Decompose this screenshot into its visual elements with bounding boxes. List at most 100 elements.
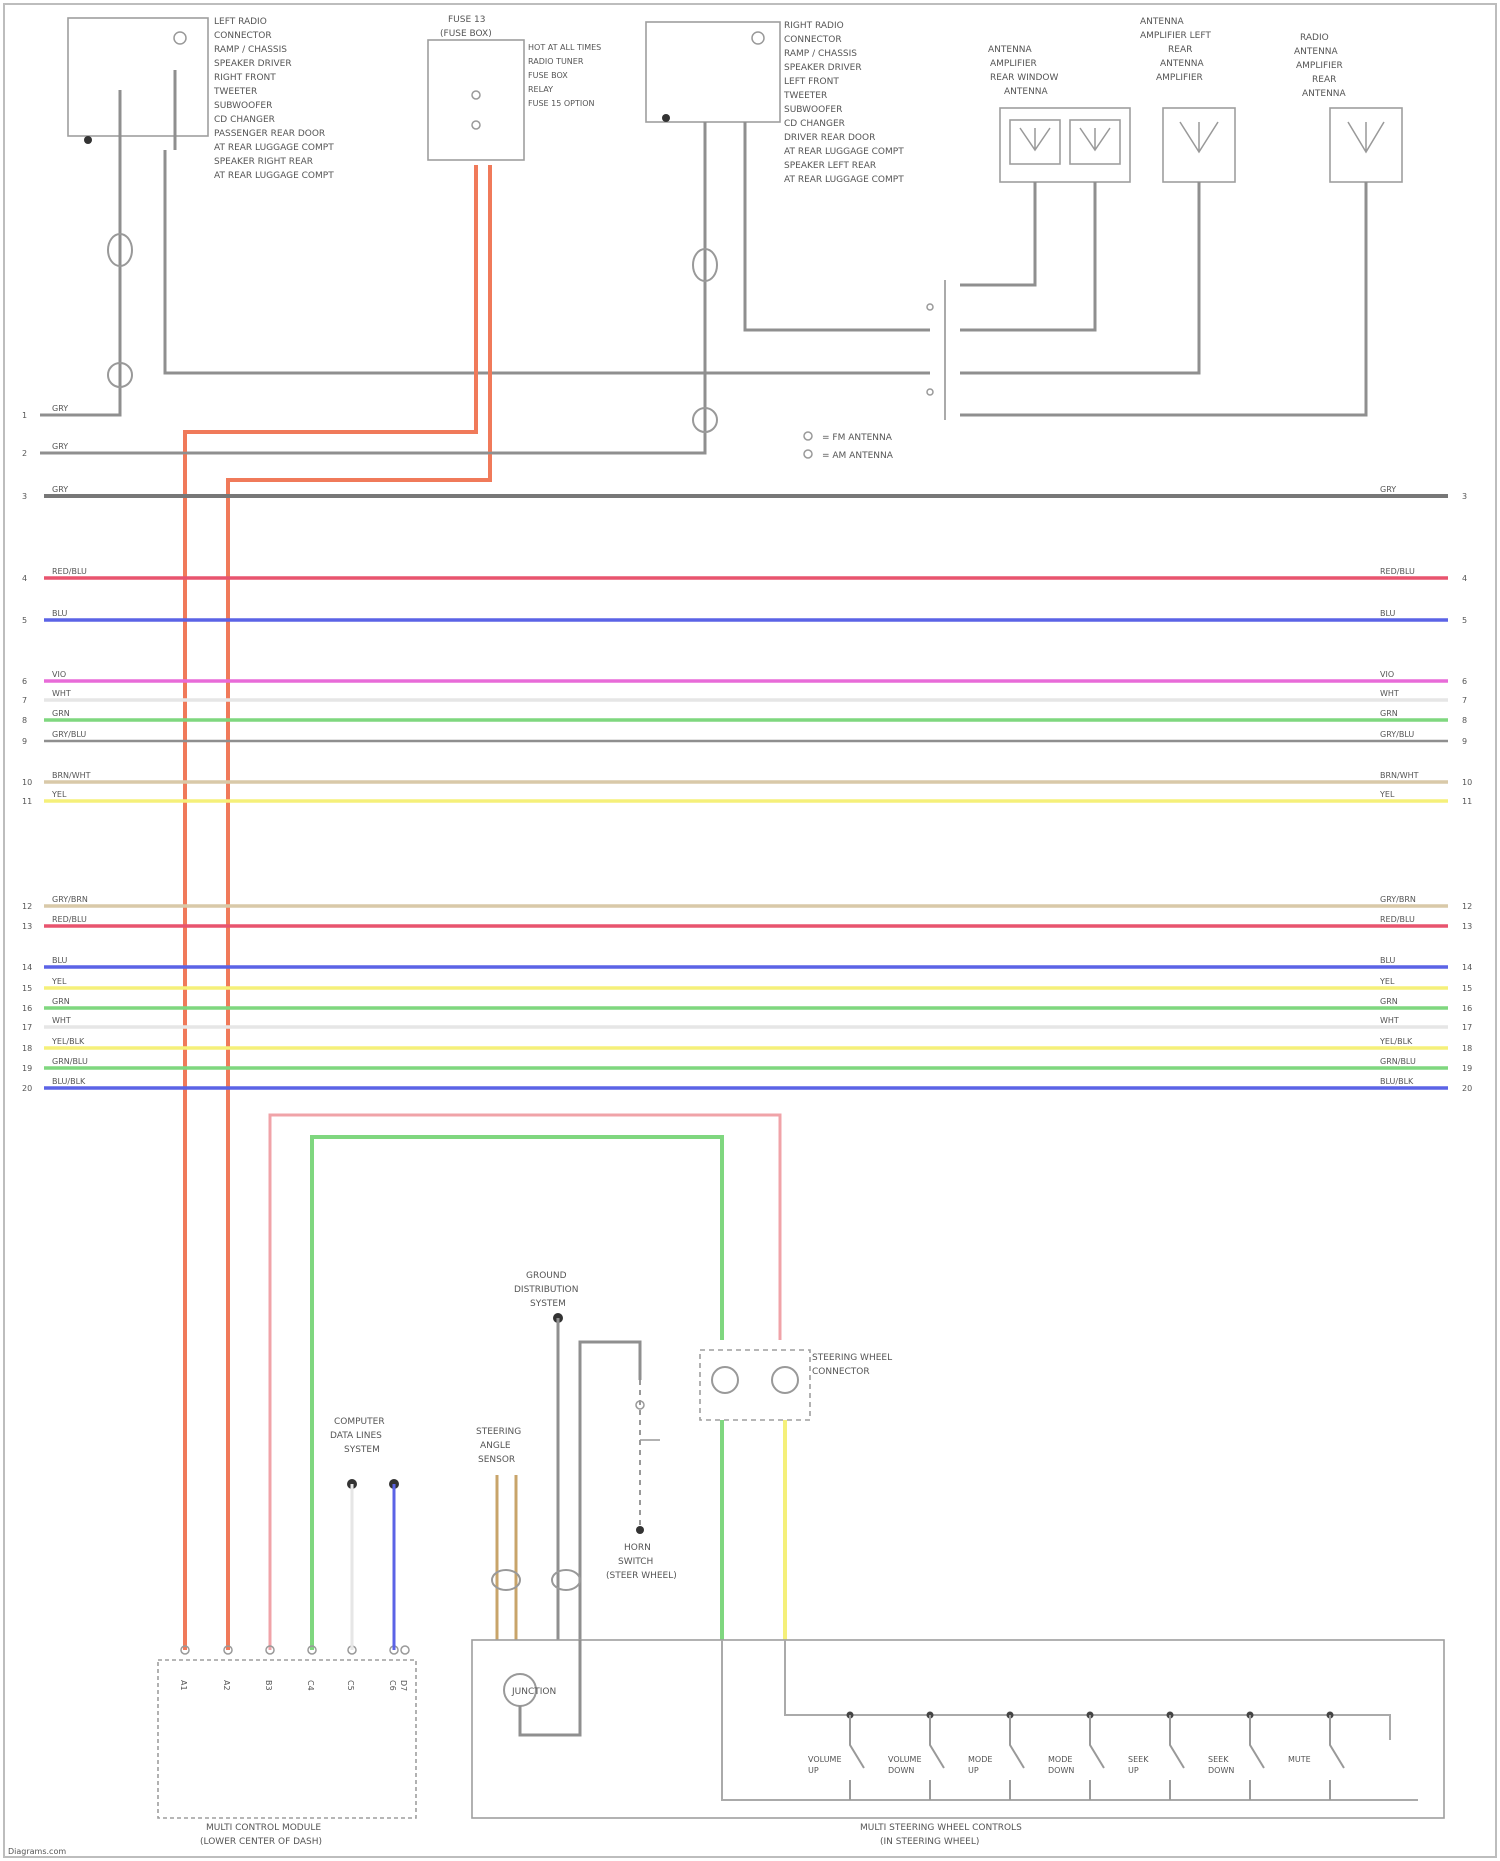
svg-text:AMPLIFIER: AMPLIFIER bbox=[990, 59, 1037, 69]
wheel-button-label: VOLUME bbox=[808, 1755, 842, 1764]
svg-text:RELAY: RELAY bbox=[528, 85, 553, 94]
wheel-button-label: DOWN bbox=[888, 1766, 914, 1775]
bus-pin-left: 11 bbox=[22, 797, 32, 806]
bus-pin-left: 9 bbox=[22, 737, 27, 746]
bus-color-label-left: RED/BLU bbox=[52, 915, 87, 924]
bus-color-label-left: BLU bbox=[52, 956, 68, 965]
svg-text:CONNECTOR: CONNECTOR bbox=[812, 1367, 870, 1377]
left-radio-connector: LEFT RADIO CONNECTOR RAMP / CHASSIS SPEA… bbox=[68, 17, 334, 181]
bus-color-label-left: YEL bbox=[51, 977, 67, 986]
svg-text:COMPUTER: COMPUTER bbox=[334, 1417, 385, 1427]
wheel-button-label: MODE bbox=[968, 1755, 992, 1764]
bus-pin-left: 2 bbox=[22, 449, 27, 458]
bus-color-label-left: YEL/BLK bbox=[51, 1037, 85, 1046]
bus-color-label-right: GRY/BLU bbox=[1380, 730, 1414, 739]
junction-label: JUNCTION bbox=[511, 1687, 556, 1697]
bus-pin-left: 18 bbox=[22, 1044, 32, 1053]
bus-pin-right: 6 bbox=[1462, 677, 1467, 686]
svg-text:RIGHT FRONT: RIGHT FRONT bbox=[214, 73, 276, 83]
svg-text:SYSTEM: SYSTEM bbox=[530, 1299, 566, 1309]
bus-color-label-left: BLU bbox=[52, 609, 68, 618]
svg-text:AT REAR LUGGAGE COMPT: AT REAR LUGGAGE COMPT bbox=[214, 171, 334, 181]
wheel-button-1: VOLUME DOWN bbox=[888, 1712, 944, 1801]
bus-color-label-right: YEL bbox=[1379, 790, 1395, 799]
antenna-b-label: ANTENNA AMPLIFIER LEFT REAR ANTENNA AMPL… bbox=[1140, 17, 1211, 83]
bus-pin-right: 13 bbox=[1462, 922, 1472, 931]
bus-row-16: 16GRNGRN16 bbox=[22, 997, 1472, 1013]
svg-text:STEERING WHEEL: STEERING WHEEL bbox=[812, 1353, 892, 1363]
bus-color-label-left: BRN/WHT bbox=[52, 771, 91, 780]
bus-color-label-right: GRY/BRN bbox=[1380, 895, 1416, 904]
svg-text:ANTENNA: ANTENNA bbox=[1294, 47, 1339, 57]
wheel-button-label: UP bbox=[968, 1766, 979, 1775]
bus-row-4: 4RED/BLURED/BLU4 bbox=[22, 567, 1467, 583]
wheel-button-3: MODEDOWN bbox=[1048, 1712, 1104, 1801]
svg-text:PASSENGER REAR DOOR: PASSENGER REAR DOOR bbox=[214, 129, 325, 139]
svg-text:SPEAKER RIGHT REAR: SPEAKER RIGHT REAR bbox=[214, 157, 313, 167]
wheel-button-6: MUTE bbox=[1288, 1712, 1344, 1801]
wheel-button-5: SEEKDOWN bbox=[1208, 1712, 1264, 1801]
module-pin-label: A1 bbox=[179, 1680, 188, 1691]
bus-color-label-right: BRN/WHT bbox=[1380, 771, 1419, 780]
svg-text:GROUND: GROUND bbox=[526, 1271, 567, 1281]
svg-text:(LOWER CENTER OF DASH): (LOWER CENTER OF DASH) bbox=[200, 1837, 322, 1847]
horn-switch-label: HORN SWITCH (STEER WHEEL) bbox=[606, 1543, 677, 1581]
svg-text:FUSE BOX: FUSE BOX bbox=[528, 71, 568, 80]
module-pin-label: C4 bbox=[306, 1680, 315, 1691]
bus-color-label-right: RED/BLU bbox=[1380, 915, 1415, 924]
bus-color-label-left: BLU/BLK bbox=[52, 1077, 86, 1086]
bus-pin-right: 7 bbox=[1462, 696, 1467, 705]
svg-text:TWEETER: TWEETER bbox=[213, 87, 257, 97]
bus-pin-left: 10 bbox=[22, 778, 32, 787]
svg-text:ANTENNA: ANTENNA bbox=[1160, 59, 1205, 69]
control-module-label: MULTI CONTROL MODULE (LOWER CENTER OF DA… bbox=[200, 1823, 322, 1847]
computer-data-label: COMPUTER DATA LINES SYSTEM bbox=[330, 1417, 385, 1455]
wheel-button-label: DOWN bbox=[1208, 1766, 1234, 1775]
svg-text:RIGHT RADIO: RIGHT RADIO bbox=[784, 21, 844, 31]
svg-text:FUSE 15 OPTION: FUSE 15 OPTION bbox=[528, 99, 595, 108]
bus-color-label-left: RED/BLU bbox=[52, 567, 87, 576]
svg-text:(IN STEERING WHEEL): (IN STEERING WHEEL) bbox=[880, 1837, 979, 1847]
svg-text:SUBWOOFER: SUBWOOFER bbox=[784, 105, 842, 115]
svg-text:RAMP / CHASSIS: RAMP / CHASSIS bbox=[784, 49, 857, 59]
bus-color-label-left: YEL bbox=[51, 790, 67, 799]
module-pin-label: C6 bbox=[388, 1680, 397, 1691]
svg-text:REAR: REAR bbox=[1312, 75, 1336, 85]
bus-pin-left: 6 bbox=[22, 677, 27, 686]
bus-pin-left: 20 bbox=[22, 1084, 32, 1093]
bus-row-19: 19GRN/BLUGRN/BLU19 bbox=[22, 1057, 1472, 1073]
bus-pin-right: 18 bbox=[1462, 1044, 1472, 1053]
top-wires bbox=[40, 122, 1366, 1650]
bus-color-label-left: GRN bbox=[52, 709, 70, 718]
left-radio-label: LEFT RADIO CONNECTOR RAMP / CHASSIS SPEA… bbox=[213, 17, 334, 181]
steering-wheel-connector: STEERING WHEEL CONNECTOR bbox=[700, 1350, 892, 1640]
bus-color-label-left: GRY bbox=[52, 485, 68, 494]
wheel-button-label: SEEK bbox=[1128, 1755, 1149, 1764]
svg-text:(STEER WHEEL): (STEER WHEEL) bbox=[606, 1571, 677, 1581]
bus-pin-left: 15 bbox=[22, 984, 32, 993]
bus-color-label-left: GRY/BLU bbox=[52, 730, 86, 739]
svg-text:AMPLIFIER LEFT: AMPLIFIER LEFT bbox=[1140, 31, 1211, 41]
bus-row-8: 8GRNGRN8 bbox=[22, 709, 1467, 725]
bus-color-label-right: YEL/BLK bbox=[1379, 1037, 1413, 1046]
svg-text:TWEETER: TWEETER bbox=[783, 91, 827, 101]
svg-text:SUBWOOFER: SUBWOOFER bbox=[214, 101, 272, 111]
wheel-button-switch bbox=[850, 1715, 864, 1800]
bus-color-label-left: GRY bbox=[52, 442, 68, 451]
wheel-button-label: VOLUME bbox=[888, 1755, 922, 1764]
bus-row-3: 3GRYGRY3 bbox=[22, 485, 1467, 501]
bus-color-label-right: WHT bbox=[1380, 689, 1399, 698]
svg-text:AT REAR LUGGAGE COMPT: AT REAR LUGGAGE COMPT bbox=[784, 147, 904, 157]
wheel-button-label: MUTE bbox=[1288, 1755, 1311, 1764]
bus-pin-left: 14 bbox=[22, 963, 32, 972]
wheel-controls-label: MULTI STEERING WHEEL CONTROLS (IN STEERI… bbox=[860, 1823, 1022, 1847]
bus-color-label-right: GRN/BLU bbox=[1380, 1057, 1416, 1066]
watermark: Diagrams.com bbox=[8, 1847, 66, 1856]
bus-pin-left: 1 bbox=[22, 411, 27, 420]
